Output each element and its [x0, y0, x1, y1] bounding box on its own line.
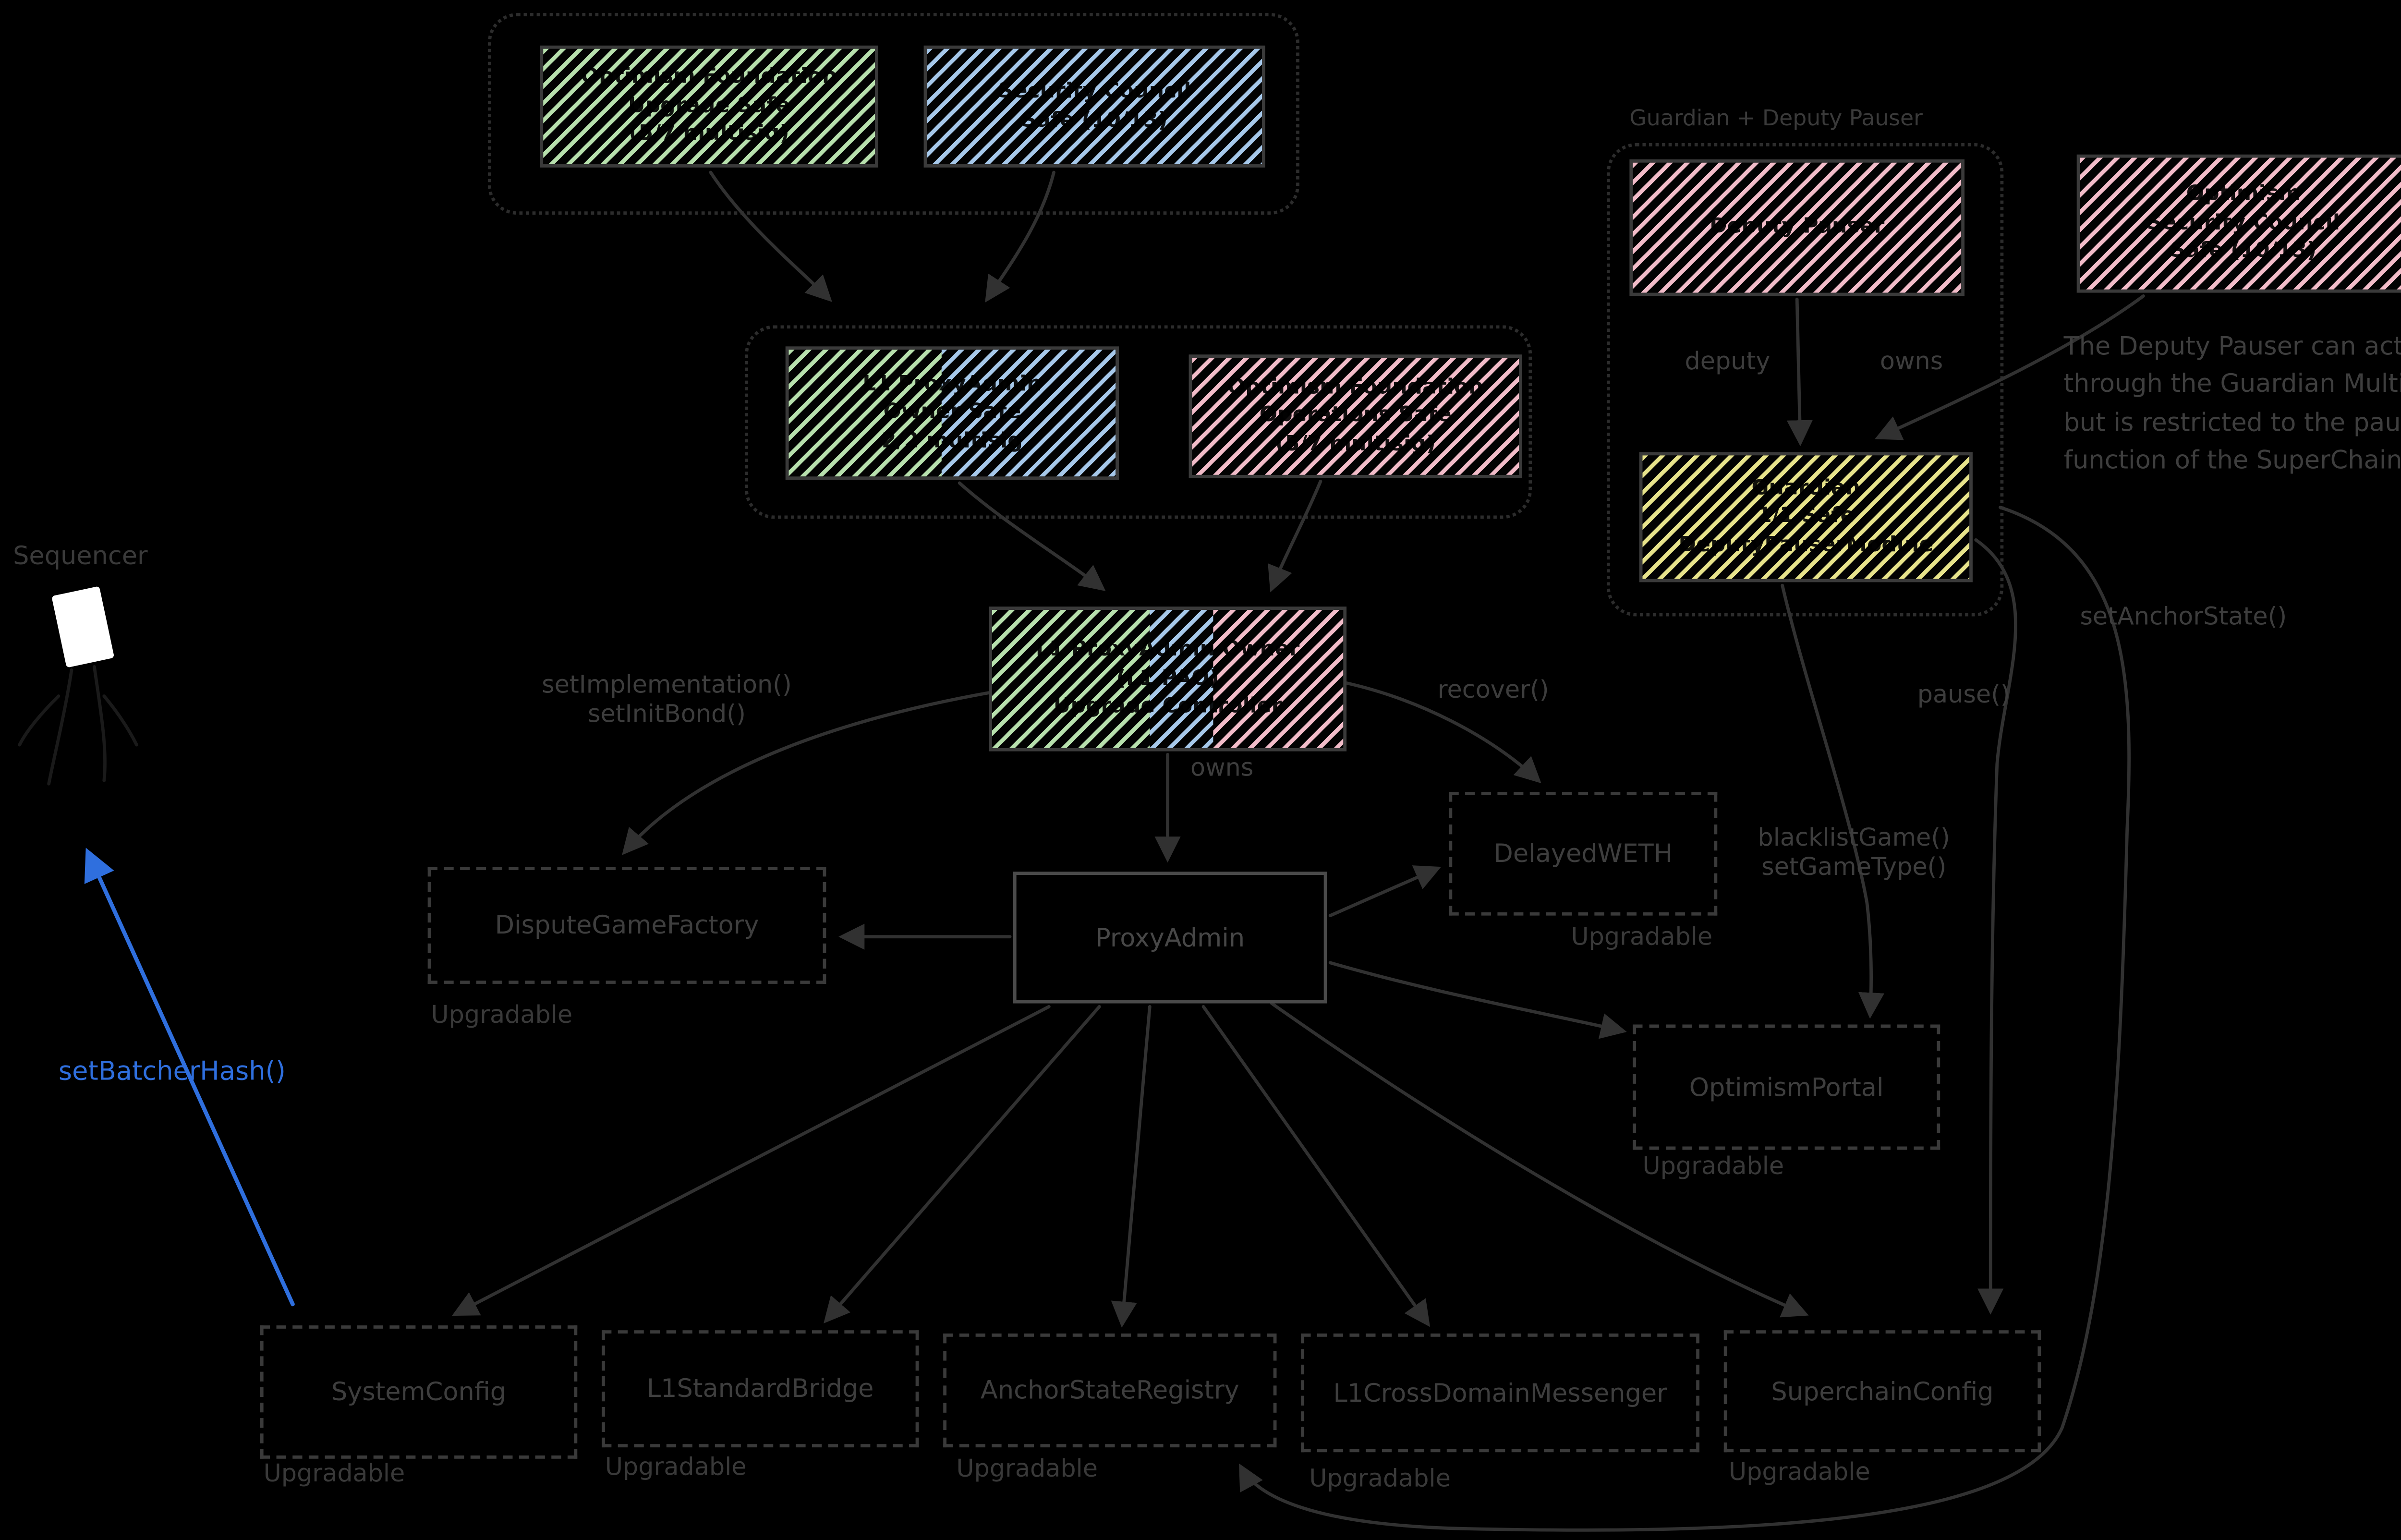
edge-label-set-anchor-state: setAnchorState()	[2080, 602, 2287, 631]
upgradable-tag: Upgradable	[956, 1454, 1098, 1483]
upgrade-safes-group	[487, 13, 1299, 215]
green-hatch-fill	[788, 350, 943, 477]
node-label: Optimism Security Council Safe (10/13)	[2146, 182, 2340, 264]
node-label: OptimismPortal	[1689, 1072, 1884, 1102]
node-label: ProxyAdmin	[1095, 922, 1245, 952]
node-l1-standard-bridge: L1StandardBridge	[602, 1330, 919, 1448]
deputy-pauser-note: The Deputy Pauser can act through the Gu…	[2063, 331, 2401, 475]
sequencer-sketch-stroke	[47, 668, 73, 786]
node-label: Guardian 1/1 Safe DeputyPauserModule	[1678, 476, 1934, 558]
pink-hatch-fill	[2080, 158, 2401, 290]
node-label: Optimism Foundation Operations Safe (5/7…	[1227, 375, 1484, 457]
node-dispute-game-factory: DisputeGameFactory	[427, 867, 826, 984]
node-label: Security Council Safe (10/13)	[997, 79, 1191, 133]
pao-group	[745, 325, 1532, 519]
node-superchain-config: SuperchainConfig	[1723, 1330, 2041, 1453]
upgradable-tag: Upgradable	[263, 1458, 405, 1488]
node-label: Optimism Foundation Upgrade Safe (5/7 mu…	[581, 65, 837, 147]
edge-controller-recover-weth	[1345, 681, 1541, 784]
node-delayed-weth: DelayedWETH	[1449, 792, 1718, 916]
node-deputy-pauser: Deputy Pauser	[1629, 159, 1965, 296]
upgradable-tag: Upgradable	[605, 1452, 747, 1482]
node-label: AnchorStateRegistry	[980, 1376, 1239, 1406]
edge-proxyadmin-to-superchainconfig	[1270, 1002, 1809, 1318]
edge-proxyadmin-to-messenger	[1201, 1005, 1431, 1327]
edge-label-recover: recover()	[1437, 675, 1549, 704]
blue-hatch-fill	[942, 350, 1116, 477]
node-label: SuperchainConfig	[1771, 1376, 1994, 1406]
edge-proxyadmin-to-bridge	[824, 1005, 1101, 1324]
node-security-council-safe: Security Council Safe (10/13)	[923, 45, 1265, 168]
node-foundation-upgrade-safe: Optimism Foundation Upgrade Safe (5/7 mu…	[540, 45, 878, 168]
edge-label-set-implementation: setImplementation() setInitBond()	[542, 670, 792, 729]
edge-pao-safe-to-controller	[958, 481, 1106, 591]
edge-guardian-setanchorstate-asr	[1239, 506, 2131, 1532]
upgradable-tag: Upgradable	[1571, 922, 1713, 952]
upgradable-tag: Upgradable	[1642, 1151, 1784, 1181]
node-label: Deputy Pauser	[1710, 215, 1885, 240]
edge-proxyadmin-to-systemconfig	[452, 1005, 1051, 1316]
edge-label-owns-guardian: owns	[1880, 346, 1943, 376]
edge-deputy-pauser-to-guardian	[1786, 297, 1813, 447]
node-label: L1 ProxyAdmin Owner Safe 2/2 multisig	[862, 372, 1042, 454]
node-security-council-owner: Optimism Security Council Safe (10/13)	[2076, 154, 2401, 293]
edge-setbatcherhash-to-sequencer	[84, 848, 295, 1307]
node-proxy-admin: ProxyAdmin	[1013, 872, 1327, 1004]
edge-guardian-blacklist-portal	[1781, 583, 1885, 1019]
edge-label-owns-pao: owns	[1190, 752, 1254, 782]
edge-security-council-to-pao	[985, 170, 1055, 303]
node-l1-pao-safe: L1 ProxyAdmin Owner Safe 2/2 multisig	[785, 346, 1119, 480]
upgradable-tag: Upgradable	[1728, 1457, 1870, 1487]
sequencer-label: Sequencer	[13, 541, 148, 571]
pink-hatch-fill	[1213, 609, 1344, 748]
green-hatch-fill	[543, 49, 875, 165]
edge-label-set-batcher-hash: setBatcherHash()	[58, 1055, 286, 1087]
node-label: DelayedWETH	[1493, 839, 1673, 869]
green-hatch-fill	[992, 609, 1150, 748]
sequencer-sketch-stroke	[102, 694, 138, 747]
node-label: DisputeGameFactory	[495, 910, 759, 940]
edge-proxyadmin-to-weth	[1328, 865, 1442, 918]
upgradable-tag: Upgradable	[431, 1000, 573, 1030]
guardian-group-label: Guardian + Deputy Pauser	[1629, 106, 1923, 132]
node-label: L1CrossDomainMessenger	[1333, 1378, 1667, 1408]
node-foundation-ops-safe: Optimism Foundation Operations Safe (5/7…	[1188, 354, 1522, 478]
pink-hatch-fill	[1192, 358, 1519, 475]
node-upgrade-controller: L1 ProxyAdmin Owner (L1 PAO) Upgrade Con…	[989, 606, 1347, 752]
edge-label-pause: pause()	[1917, 679, 2010, 709]
edge-label-deputy: deputy	[1685, 346, 1770, 376]
sequencer-sketch-stroke	[93, 665, 107, 782]
node-guardian: Guardian 1/1 Safe DeputyPauserModule	[1639, 452, 1973, 582]
edge-proxyadmin-to-asr	[1111, 1005, 1152, 1328]
yellow-hatch-fill	[1642, 455, 1970, 579]
blue-hatch-fill	[1150, 609, 1213, 748]
edge-proxyadmin-to-portal	[1328, 961, 1627, 1039]
edge-guardian-pause-superchainconfig	[1974, 538, 2017, 1315]
pink-hatch-fill	[1633, 162, 1962, 293]
edge-controller-setimplementation-dgf	[622, 691, 991, 855]
sequencer-sketch-stroke	[18, 694, 61, 747]
node-label: L1StandardBridge	[646, 1374, 874, 1404]
node-l1-cross-domain-messenger: L1CrossDomainMessenger	[1301, 1334, 1699, 1453]
node-optimism-portal: OptimismPortal	[1633, 1024, 1940, 1150]
edge-label-blacklist-game: blacklistGame() setGameType()	[1758, 823, 1950, 882]
edge-council-owns-guardian	[1875, 294, 2145, 440]
node-label: SystemConfig	[331, 1377, 507, 1407]
node-anchor-state-registry: AnchorStateRegistry	[943, 1334, 1277, 1448]
edge-upgrade-safe-to-pao	[709, 170, 832, 302]
upgradable-tag: Upgradable	[1309, 1463, 1451, 1493]
blue-hatch-fill	[927, 49, 1262, 165]
node-system-config: SystemConfig	[260, 1325, 578, 1459]
node-label: L1 ProxyAdmin Owner (L1 PAO) Upgrade Con…	[1035, 638, 1300, 719]
edge-ops-safe-to-controller	[1268, 480, 1322, 593]
